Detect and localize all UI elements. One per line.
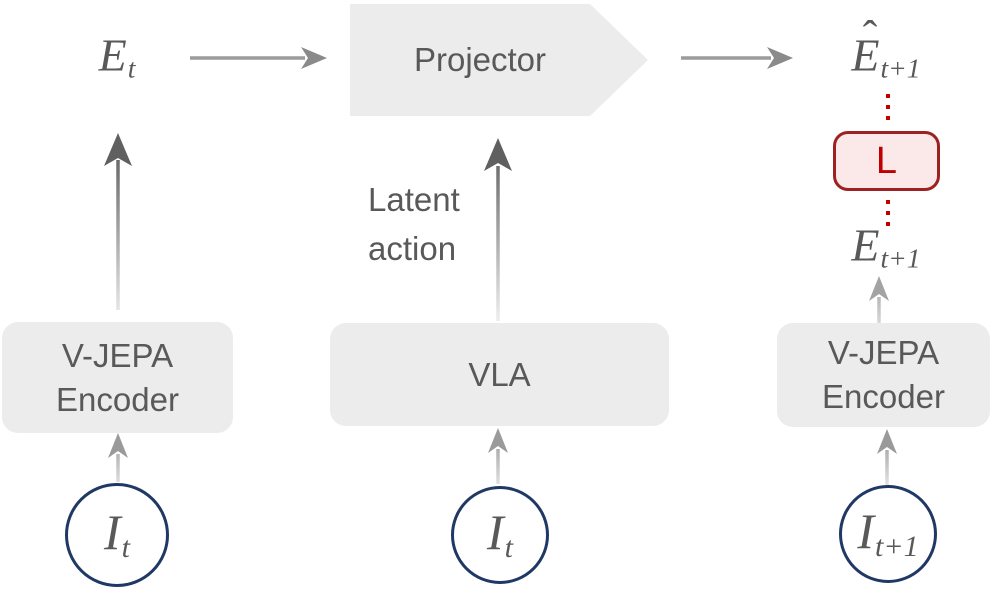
projector-shape [350, 4, 648, 116]
hat-accent: ˆ [862, 11, 878, 60]
loss-node: L [833, 131, 940, 191]
latent-action-line2: action [368, 230, 457, 267]
embedding-et1-label: Et+1 [851, 219, 921, 274]
predicted-embedding-ehat-t1-label: ˆ Et+1 [851, 11, 921, 84]
vla-node: VLA [330, 323, 669, 426]
vjepa-encoder-right-label-line2: Encoder [822, 378, 945, 415]
arrow-it-to-encoder-left [108, 433, 128, 482]
arrow-et-to-projector [190, 47, 327, 69]
arrow-vla-to-projector [484, 138, 512, 321]
arrow-encoder-left-to-et [104, 133, 132, 310]
vjepa-encoder-left-node: V-JEPA Encoder [2, 322, 233, 433]
arrow-encoder-right-to-et1 [869, 276, 889, 327]
latent-action-line1: Latent [368, 181, 460, 218]
it-middle-label: It [487, 504, 513, 564]
vjepa-encoder-right-label-line1: V-JEPA [827, 334, 940, 371]
it-left-label: It [104, 504, 130, 564]
latent-action-annotation: Latent action [368, 175, 460, 273]
input-image-it-middle-node: It [451, 486, 549, 584]
loss-label: L [875, 140, 898, 182]
projector-label: Projector [413, 41, 547, 78]
vjepa-encoder-left-label-line2: Encoder [56, 380, 179, 418]
vla-label: VLA [468, 355, 531, 393]
input-image-it-left-node: It [65, 483, 169, 587]
vjepa-encoder-right-node: V-JEPA Encoder [777, 323, 990, 427]
input-image-it1-right-node: It+1 [839, 485, 937, 583]
arrow-it-to-vla [488, 428, 508, 484]
it1-right-label: It+1 [857, 503, 919, 563]
embedding-et-label: Et [98, 29, 136, 84]
vjepa-encoder-left-label-line1: V-JEPA [61, 336, 174, 374]
arrow-projector-to-ehat [681, 47, 793, 69]
arrow-it1-to-encoder-right [877, 429, 897, 485]
